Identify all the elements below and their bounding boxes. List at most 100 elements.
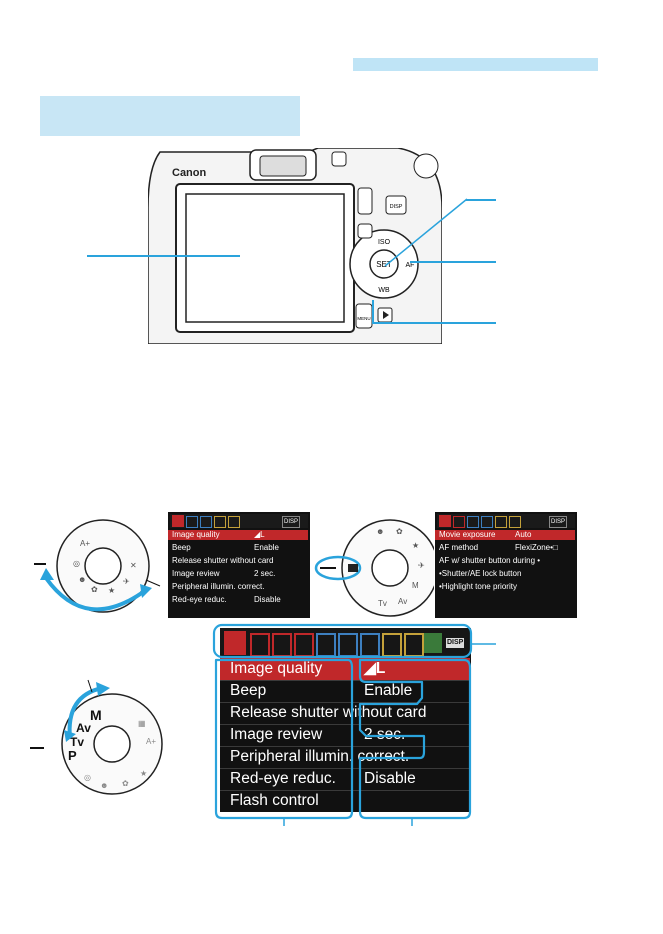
disp-button: DISP [390,204,403,210]
svg-text:A+: A+ [146,737,156,746]
tab-icon [186,516,198,528]
menu-row-label: Beep [230,682,267,699]
tab-icon [509,516,521,528]
svg-text:★: ★ [108,586,115,595]
camera-back-illustration: Canon SET ISO AF WB DISP MENU [148,148,442,344]
svg-text:☻: ☻ [376,527,384,536]
menu-row: Red-eye reduc. Disable [220,768,470,790]
svg-text:★: ★ [140,769,147,778]
callout-line-set-h [466,199,496,201]
callout-line-screen [87,255,240,257]
dial-mode-m: M [90,707,102,723]
svg-text:✈: ✈ [418,561,425,570]
tab-icon [467,516,479,528]
tab-icon [481,516,493,528]
menu-row-value: 2 sec. [254,569,276,578]
set-button: SET [376,260,392,269]
callout-line-dial [410,261,496,263]
header-highlight-bar [353,58,598,71]
svg-text:✿: ✿ [396,527,403,536]
menu-row-label: Peripheral illumin. correct. [172,582,265,591]
menu-callout-outlines [212,623,496,826]
menu-row-label: AF method [439,543,479,552]
tab-star-icon [424,633,442,653]
menu-row-label: Image review [230,726,323,743]
disp-badge: DISP [446,638,465,648]
svg-text:Av: Av [398,597,407,606]
wb-button: WB [378,287,390,294]
menu-row: Movie exposure Auto [435,530,575,540]
menu-row: Peripheral illumin. correct. [220,746,470,768]
svg-text:✕: ✕ [130,561,137,570]
af-button: AF [406,262,415,269]
menu-row: Flash control [220,790,470,812]
menu-row: Beep Enable [220,680,470,702]
menu-row-label: Image quality [172,530,220,539]
menu-row-value: Enable [254,543,279,552]
menu-row-label: Image review [172,569,220,578]
menu-row: Image quality ◢L [168,530,308,540]
menu-row: Peripheral illumin. correct. [168,582,308,592]
menu-row-value: Disable [364,770,416,787]
menu-row-value: FlexiZone•□ [515,543,558,552]
svg-text:▦: ▦ [138,719,146,728]
disp-badge: DISP [549,516,568,528]
dial-mode-p: P [68,748,77,763]
menu-list: Image quality ◢L Beep Enable Release shutt… [168,530,310,618]
svg-text:M: M [412,581,419,590]
callout-line-set-diag [384,198,468,267]
menu-row-value: Disable [254,595,281,604]
menu-row-value: ◢L [254,530,265,539]
callout-line-menu [372,322,496,324]
svg-text:A+: A+ [80,539,90,548]
menu-row: AF w/ shutter button during • [435,556,575,566]
menu-row-label: Release shutter without card [230,704,427,721]
menu-row-label: •Highlight tone priority [439,582,517,591]
menu-shooting-detail: DISP Image quality ◢L Beep Enable Release … [220,628,471,812]
menu-row-label: Movie exposure [439,530,496,539]
tab-icon [200,516,212,528]
svg-text:✈: ✈ [123,577,130,586]
menu-row: Release shutter without card [168,556,308,566]
menu-row-label: Beep [172,543,191,552]
menu-list: Image quality ◢L Beep Enable Release shutt… [220,658,471,812]
menu-row-label: Flash control [230,792,319,809]
svg-text:☻: ☻ [100,781,108,790]
menu-row-label: AF w/ shutter button during • [439,556,541,565]
menu-row-label: Peripheral illumin. correct. [230,748,410,765]
menu-row: Red-eye reduc.Disable [168,595,308,605]
menu-row-label: Red-eye reduc. [230,770,336,787]
tab-icon [495,516,507,528]
menu-row-value: ◢L [364,660,386,677]
callout-line-menu-v [372,300,374,322]
menu-row-label: Release shutter without card [172,556,274,565]
dial-mode-tv: Tv [70,735,84,749]
menu-row: Release shutter without card [220,702,470,724]
svg-text:◎: ◎ [84,773,91,782]
menu-movie: DISP Movie exposure Auto AF method FlexiZo… [435,512,577,618]
mode-dial-basic: A+◎☻✿★✈✕ [34,519,161,613]
disp-badge: DISP [282,516,301,528]
menu-button: MENU [357,316,370,321]
tab-movie-icon [439,515,451,527]
menu-row-label: •Shutter/AE lock button [439,569,522,578]
mode-dial-creative: M Av Tv P ▦A+ ◎ ☻ ✿ ★ [30,679,163,795]
menu-row: •Shutter/AE lock button [435,569,575,579]
tab-camera-icon [224,631,246,655]
menu-row: Beep Enable [168,543,308,553]
menu-row-label: Image quality [230,660,323,677]
tab-icon [214,516,226,528]
menu-row-value: Auto [515,530,532,539]
menu-row-value: Enable [364,682,413,699]
menu-row: AF method FlexiZone•□ [435,543,575,553]
menu-tab-strip: DISP [170,514,308,528]
menu-row: Image review 2 sec. [168,569,308,579]
svg-text:◎: ◎ [73,559,80,568]
tab-icon [228,516,240,528]
svg-text:✿: ✿ [122,779,129,788]
dial-mode-av: Av [76,721,91,735]
menu-row: •Highlight tone priority [435,582,575,592]
